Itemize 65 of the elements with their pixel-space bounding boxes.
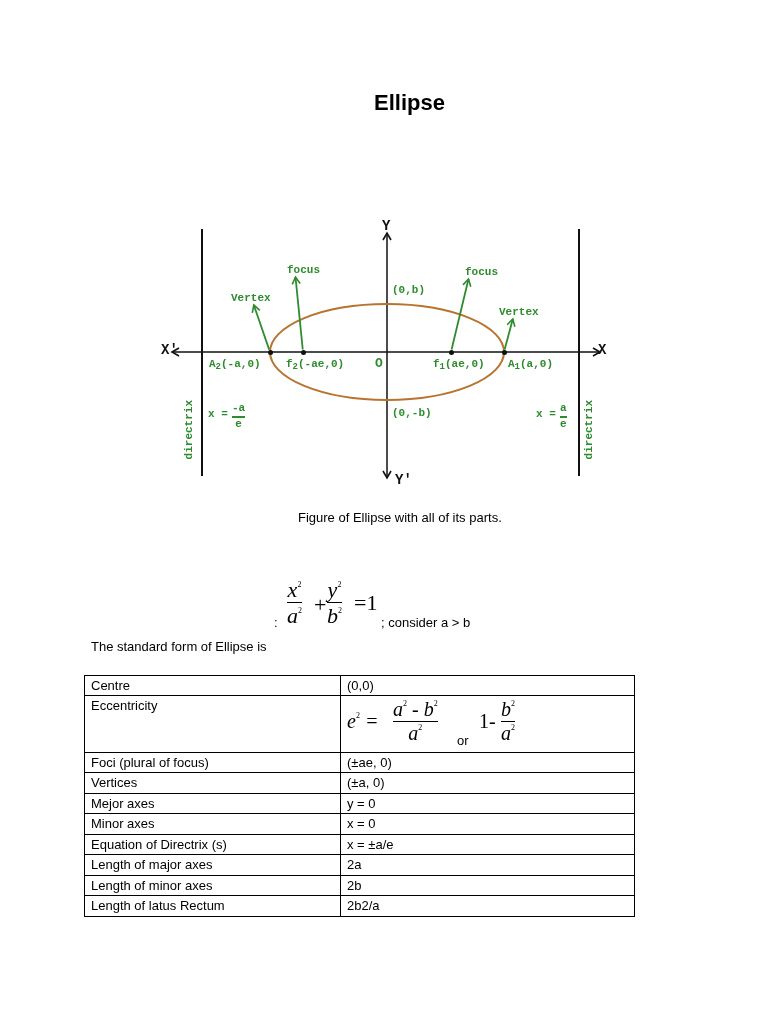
equation-text: x =: [208, 409, 228, 420]
denominator: a$^{2}$: [408, 723, 423, 744]
intro-text: The standard form of Ellipse is: [91, 640, 267, 653]
table-cell: 2b2/a: [340, 895, 635, 917]
equation-text: x =: [536, 409, 556, 420]
origin-label: O: [375, 357, 383, 370]
numerator: a$^{2}$ - b$^{2}$: [393, 699, 438, 720]
point-marker: [448, 349, 454, 355]
table-cell: (±ae, 0): [340, 752, 635, 773]
coordinate-label: f$_{2}$(-ae,0): [286, 359, 345, 370]
arrow: [450, 278, 472, 351]
table-cell: Length of minor axes: [84, 875, 341, 896]
coordinate-label: (0,-b): [392, 408, 432, 419]
denominator: e: [560, 418, 567, 431]
callout-label: focus: [465, 267, 498, 278]
callout-label: Vertex: [231, 293, 271, 304]
numerator: b$^{2}$: [501, 699, 515, 720]
arrow: [251, 304, 271, 351]
denominator: a$^{2}$: [287, 604, 302, 628]
equation-text: :: [274, 616, 278, 629]
equation-text: e$^{2}$ =: [347, 711, 379, 731]
plus-sign: +: [314, 594, 327, 616]
arrow: [291, 276, 304, 351]
note-text: ; consider a > b: [381, 616, 471, 629]
denominator: b$^{2}$: [327, 604, 342, 628]
table-cell: Equation of Directrix (s): [84, 834, 341, 855]
numerator: y$^{2}$: [327, 578, 342, 602]
numerator: -a: [232, 403, 246, 415]
table-cell: (±a, 0): [340, 772, 635, 794]
callout-label: focus: [287, 265, 320, 276]
figure-caption: Figure of Ellipse with all of its parts.: [298, 511, 502, 524]
table-cell: Centre: [84, 675, 341, 696]
table-cell: Length of latus Rectum: [84, 895, 341, 917]
axis-label: X: [598, 343, 607, 357]
table-cell: Vertices: [84, 772, 341, 794]
coordinate-label: (0,b): [392, 285, 425, 296]
point-marker: [267, 349, 273, 355]
table-cell: Mejor axes: [84, 793, 341, 814]
table-cell: 2b: [340, 875, 635, 896]
point-marker: [300, 349, 306, 355]
denominator: e: [235, 418, 242, 431]
point-marker: [501, 349, 507, 355]
equation-text: 1-: [479, 711, 496, 731]
equation-text: =1: [354, 592, 378, 614]
table-cell: Minor axes: [84, 813, 341, 835]
numerator: x$^{2}$: [287, 578, 302, 602]
axis-label: Y': [395, 473, 412, 487]
denominator: a$^{2}$: [501, 723, 515, 744]
page-title: Ellipse: [374, 92, 445, 114]
axis-label: Y: [382, 219, 391, 233]
directrix-label: directrix: [584, 400, 595, 460]
table-cell: (0,0): [340, 675, 635, 696]
directrix-label: directrix: [184, 400, 195, 460]
arrow: [503, 318, 516, 351]
table-cell: Length of major axes: [84, 854, 341, 876]
table-cell: Eccentricity: [84, 695, 341, 753]
table-cell: x = ±a/e: [340, 834, 635, 855]
table-cell: 2a: [340, 854, 635, 876]
axis-label: X': [161, 343, 178, 357]
table-cell: x = 0: [340, 813, 635, 835]
equation-text: or: [457, 734, 469, 747]
callout-label: Vertex: [499, 307, 539, 318]
numerator: a: [560, 403, 567, 415]
table-cell: y = 0: [340, 793, 635, 814]
table-cell: Foci (plural of focus): [84, 752, 341, 773]
